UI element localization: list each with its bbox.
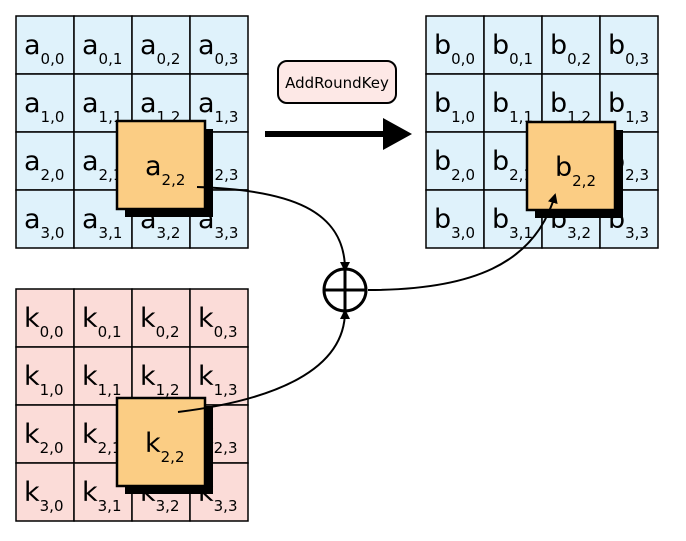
b-cell-label: b1,3 xyxy=(608,88,649,126)
a-cell-label: a0,1 xyxy=(82,30,122,68)
b-cell-label: b0,2 xyxy=(550,30,591,68)
b-cell-label: b0,0 xyxy=(434,30,475,68)
round-key-matrix: k0,0 k0,1 k0,2 k0,3 k1,0 k1,1 k1,2 k1,3 k2,0 k2,1… xyxy=(15,288,249,522)
k-cell xyxy=(15,346,75,406)
b-cell-label: b3,1 xyxy=(492,204,533,242)
highlighted-a-label: a2,2 xyxy=(145,151,185,189)
a-cell-label: a1,3 xyxy=(198,88,238,126)
b-cell-label: b0,3 xyxy=(608,30,649,68)
highlighted-k-cell xyxy=(115,396,207,488)
k-cell-label: k3,1 xyxy=(82,477,122,515)
a-cell-label: a0,0 xyxy=(24,30,64,68)
k-cell xyxy=(15,288,75,348)
k-cell-label: k1,0 xyxy=(24,361,64,399)
k-cell xyxy=(131,288,191,348)
operation-label: AddRoundKey xyxy=(285,74,389,92)
k-cell-label: k1,2 xyxy=(140,361,180,399)
a-cell xyxy=(15,15,75,75)
a-cell-label: a1,0 xyxy=(24,88,64,126)
input-to-xor-connector xyxy=(196,186,350,272)
highlighted-b-cell xyxy=(525,120,617,212)
k-cell xyxy=(15,462,75,522)
b-cell xyxy=(425,131,485,191)
k-cell xyxy=(189,346,249,406)
xor-to-output-connector xyxy=(367,193,558,291)
highlighted-k-label: k2,2 xyxy=(145,428,185,466)
a-cell xyxy=(189,15,249,75)
a-cell-label: a3,1 xyxy=(82,204,122,242)
k-cell-label: k3,0 xyxy=(24,477,64,515)
b-cell xyxy=(541,15,601,75)
k-cell xyxy=(189,288,249,348)
a-cell-label: a0,2 xyxy=(140,30,180,68)
k-cell-label: k0,0 xyxy=(24,303,64,341)
b-cell-label: b3,0 xyxy=(434,204,475,242)
b-cell xyxy=(599,15,659,75)
k-cell xyxy=(15,404,75,464)
operation-label-box: AddRoundKey xyxy=(277,60,397,104)
xor-icon xyxy=(322,267,368,313)
k-cell-label: k2,1 xyxy=(82,419,122,457)
k-cell-label: k1,3 xyxy=(198,361,238,399)
highlighted-b-label: b2,2 xyxy=(555,152,596,190)
k-cell-label: k2,0 xyxy=(24,419,64,457)
a-cell-label: a3,0 xyxy=(24,204,64,242)
k-cell xyxy=(73,288,133,348)
k-cell-label: k0,2 xyxy=(140,303,180,341)
a-cell xyxy=(131,15,191,75)
highlighted-a-cell xyxy=(115,119,207,211)
b-cell-label: b2,0 xyxy=(434,146,475,184)
k-cell xyxy=(131,346,191,406)
b-cell-label: b0,1 xyxy=(492,30,533,68)
transform-arrow xyxy=(265,118,412,150)
k-cell-label: k0,1 xyxy=(82,303,122,341)
b-cell-label: b1,0 xyxy=(434,88,475,126)
k-cell-label: k0,3 xyxy=(198,303,238,341)
key-to-xor-connector xyxy=(177,309,350,413)
a-cell-label: a0,3 xyxy=(198,30,238,68)
b-cell xyxy=(425,189,485,249)
k-cell-label: k1,1 xyxy=(82,361,122,399)
a-cell-label: a2,0 xyxy=(24,146,64,184)
